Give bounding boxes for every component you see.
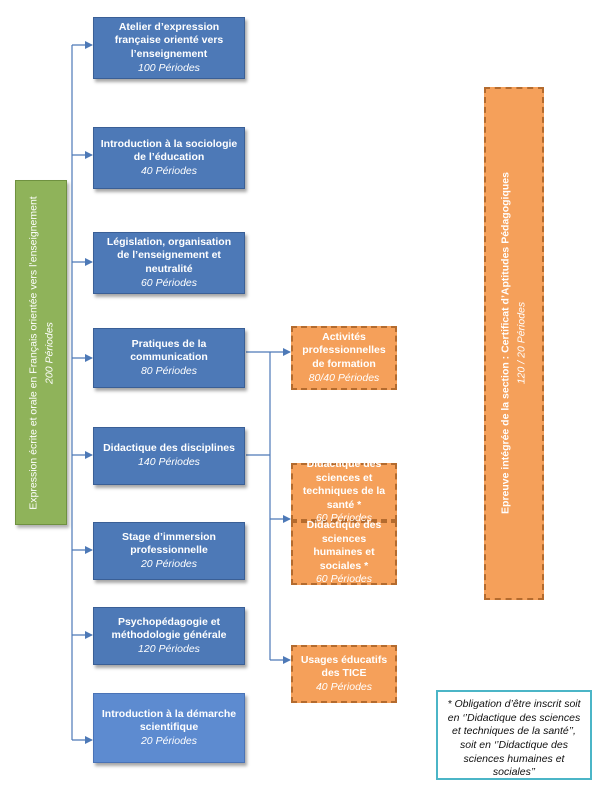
course-period: 80 Périodes [140,364,198,377]
course-box-5: Didactique des disciplines 140 Périodes [93,427,245,485]
advanced-box-didactique-sante: Didactique des sciences et techniques de… [291,458,397,524]
course-box-6: Stage d’immersion professionnelle 20 Pér… [93,522,245,580]
course-title: Atelier d’expression française orienté v… [114,20,224,60]
advanced-box-tice: Usages éducatifs des TICE 40 Périodes [291,645,397,703]
course-title: Pratiques de la communication [130,337,208,364]
advanced-period: 60 Périodes [315,573,373,586]
advanced-title: Didactique des sciences humaines et soci… [306,518,382,572]
advanced-box-activites: Activités professionnelles de formation … [291,326,397,390]
course-title: Introduction à la démarche scientifique [101,707,237,734]
course-title: Stage d’immersion professionnelle [122,530,216,557]
final-block-period: 120 / 20 Périodes [515,301,527,385]
course-title: Psychopédagogie et méthodologie générale [111,615,227,642]
advanced-title: Usages éducatifs des TICE [300,653,388,680]
course-box-4: Pratiques de la communication 80 Période… [93,328,245,388]
left-block-french-expression: Expression écrite et orale en Français o… [15,180,67,525]
course-title: Didactique des disciplines [103,442,235,455]
course-period: 100 Périodes [138,61,200,74]
course-period: 20 Périodes [140,557,198,570]
advanced-period: 80/40 Périodes [308,371,380,384]
course-box-3: Législation, organisation de l’enseignem… [93,232,245,294]
note-box: * Obligation d’être inscrit soit en ‘’Di… [436,690,592,780]
left-block-period: 200 Périodes [43,322,55,384]
course-period: 60 Périodes [140,276,198,289]
course-period: 140 Périodes [138,456,200,468]
course-title: Introduction à la sociologie de l’éducat… [100,137,238,164]
course-period: 20 Périodes [140,734,198,747]
final-block-title: Epreuve intégrée de la section : Certifi… [499,172,512,514]
course-title: Législation, organisation de l’enseignem… [106,235,232,275]
course-box-2: Introduction à la sociologie de l’éducat… [93,127,245,189]
course-box-8: Introduction à la démarche scientifique … [93,693,245,763]
final-block-epreuve: Epreuve intégrée de la section : Certifi… [484,87,544,600]
advanced-box-didactique-humaines: Didactique des sciences humaines et soci… [291,518,397,586]
left-block-title: Expression écrite et orale en Français o… [27,196,40,510]
advanced-title: Activités professionnelles de formation [302,330,386,370]
course-period: 40 Périodes [140,164,198,177]
course-box-7: Psychopédagogie et méthodologie générale… [93,607,245,665]
course-box-1: Atelier d’expression française orienté v… [93,17,245,79]
course-period: 120 Périodes [138,642,200,655]
advanced-title: Didactique des sciences et techniques de… [302,457,386,511]
advanced-period: 40 Périodes [315,680,373,693]
